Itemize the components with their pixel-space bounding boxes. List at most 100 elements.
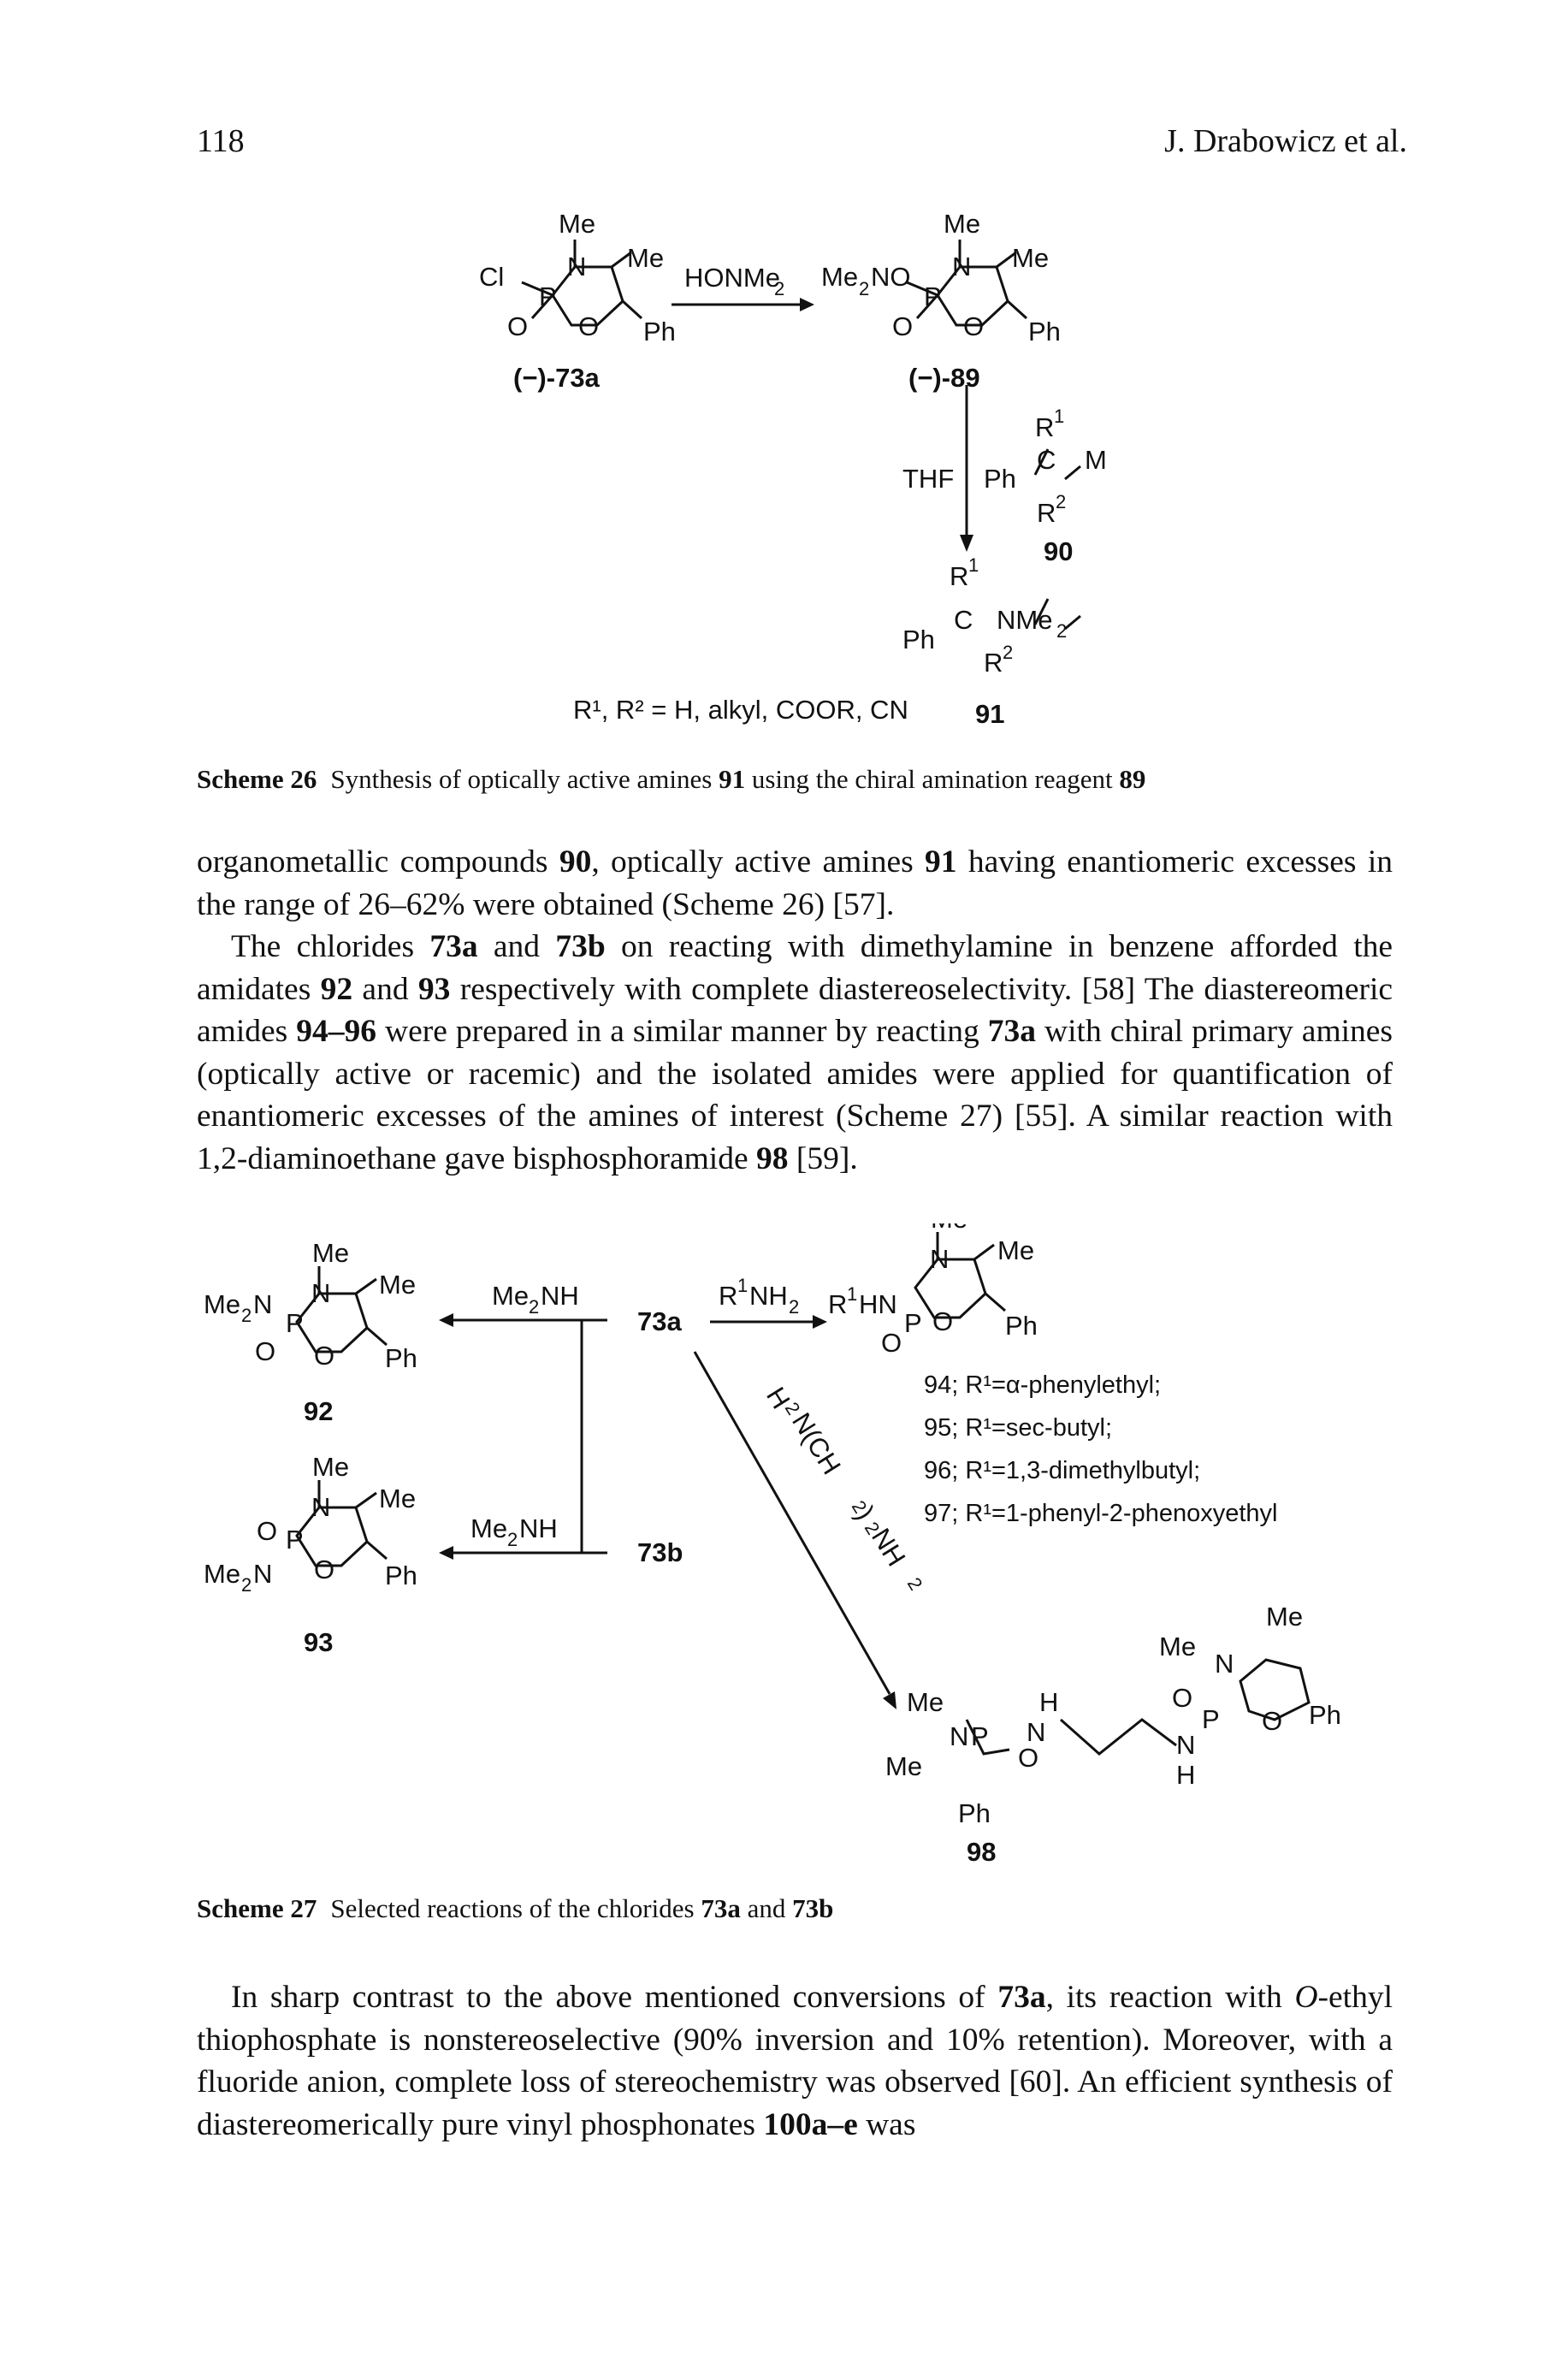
svg-text:O: O [1172,1683,1192,1713]
svg-text:P: P [904,1308,922,1338]
svg-text:Me: Me [821,262,858,292]
svg-text:Me: Me [379,1484,416,1513]
svg-text:Me: Me [931,1223,967,1234]
oxazaphospholidine-73a-structure [521,240,643,327]
svg-text:H: H [1176,1760,1195,1790]
svg-text:N: N [1176,1730,1195,1760]
svg-text:P: P [924,281,942,311]
scheme-27-diagram: Me Me 2 N P O N O Me Ph 92 Me O P Me 2 N… [204,1223,1341,1867]
svg-text:P: P [539,281,557,311]
svg-text:Me: Me [944,209,980,239]
svg-text:N: N [1215,1649,1234,1679]
svg-text:Ph: Ph [385,1561,417,1590]
compound-label-90: 90 [1044,536,1073,566]
svg-text:Me: Me [1159,1632,1196,1661]
svg-text:2: 2 [903,1573,927,1594]
svg-text:O: O [963,311,984,341]
svg-text:NO: NO [871,262,911,292]
svg-text:Me: Me [492,1281,529,1311]
svg-text:HN: HN [859,1289,897,1319]
svg-text:N: N [1027,1717,1045,1747]
substituent-definition: R¹, R² = H, alkyl, COOR, CN [573,695,908,725]
svg-text:P: P [286,1525,304,1555]
svg-text:N: N [311,1278,330,1308]
amine-list-94: 94; R¹=α-phenylethyl; [924,1371,1161,1399]
svg-text:O: O [314,1555,334,1584]
svg-text:Me: Me [1266,1602,1303,1632]
svg-text:Ph: Ph [902,625,935,654]
compound-label-93: 93 [304,1627,333,1657]
paragraph-3: In sharp contrast to the above mentioned… [197,1980,1393,2142]
svg-text:Me: Me [997,1235,1034,1265]
svg-text:2: 2 [1056,491,1066,512]
svg-text:O: O [507,311,528,341]
svg-text:N: N [567,252,586,281]
svg-text:O: O [1262,1706,1282,1736]
compound-label-92: 92 [304,1396,333,1426]
svg-text:Cl: Cl [479,262,504,292]
svg-text:P: P [971,1721,989,1751]
svg-text:H: H [1039,1687,1058,1717]
svg-text:R: R [950,561,968,591]
svg-text:C: C [954,605,973,635]
svg-text:O: O [892,311,913,341]
svg-text:2: 2 [774,278,784,299]
scheme-26-diagram: Me Cl N P O O Me Ph (−)-73a HONMe 2 Me M… [479,209,1107,729]
compound-label-91: 91 [975,699,1004,729]
svg-text:2: 2 [529,1296,539,1318]
svg-text:O: O [1018,1743,1038,1773]
svg-text:Me: Me [627,243,664,273]
svg-text:R: R [984,648,1003,678]
svg-text:O: O [257,1516,277,1546]
svg-text:Me: Me [312,1238,349,1268]
svg-text:N: N [950,1721,968,1751]
svg-text:2: 2 [789,1296,799,1318]
svg-text:2: 2 [859,278,869,299]
svg-text:P: P [1202,1704,1220,1734]
svg-text:N: N [253,1559,272,1589]
amine-list-97: 97; R¹=1-phenyl-2-phenoxyethyl [924,1500,1278,1527]
svg-text:Me: Me [379,1270,416,1300]
svg-text:2: 2 [241,1305,251,1326]
svg-text:Ph: Ph [1309,1700,1341,1730]
svg-text:1: 1 [847,1283,857,1305]
svg-text:M: M [1085,445,1107,475]
svg-text:O: O [932,1306,953,1336]
paragraph-2: The chlorides 73a and 73b on reacting wi… [197,929,1393,1176]
svg-text:Me: Me [885,1751,922,1781]
svg-text:Ph: Ph [1005,1311,1038,1341]
svg-text:Ph: Ph [984,464,1016,494]
svg-text:O: O [881,1328,902,1358]
paragraph-1: organometallic compounds 90, optically a… [197,844,1393,922]
reagent-label: HONMe [684,263,780,293]
svg-text:1: 1 [737,1275,748,1296]
svg-text:N: N [311,1492,330,1522]
svg-text:Ph: Ph [958,1798,991,1828]
oxazaphospholidine-89-structure [906,240,1028,327]
page-number: 118 [197,123,245,159]
svg-text:Ph: Ph [1028,317,1061,346]
svg-text:O: O [314,1341,334,1371]
svg-text:Me: Me [559,209,595,239]
svg-text:2: 2 [507,1529,518,1550]
compound-label-89: (−)-89 [908,363,980,393]
svg-text:2: 2 [1056,620,1067,642]
svg-text:Me: Me [1012,243,1049,273]
svg-text:1: 1 [1054,406,1064,427]
svg-text:Ph: Ph [643,317,676,346]
svg-text:Me: Me [312,1452,349,1482]
svg-text:2: 2 [241,1574,251,1596]
amine-list-95: 95; R¹=sec-butyl; [924,1414,1112,1442]
svg-text:R: R [719,1281,737,1311]
svg-text:O: O [578,311,599,341]
svg-text:NH: NH [749,1281,788,1311]
svg-text:Me: Me [204,1559,240,1589]
svg-text:2: 2 [1003,642,1013,663]
svg-text:NH: NH [519,1513,558,1543]
svg-text:R: R [828,1289,847,1319]
svg-text:NH: NH [541,1281,579,1311]
svg-text:NMe: NMe [997,605,1052,635]
compound-label-73b: 73b [637,1537,683,1567]
